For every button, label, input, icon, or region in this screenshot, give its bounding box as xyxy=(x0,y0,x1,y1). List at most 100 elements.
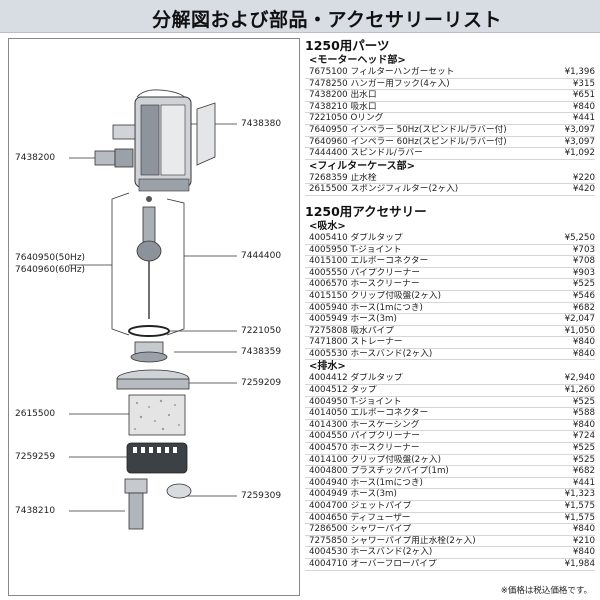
page-title: 分解図および部品・アクセサリーリスト xyxy=(152,9,503,31)
header-bar: 分解図および部品・アクセサリーリスト xyxy=(0,0,600,33)
item-name: ホース(1mにつき) xyxy=(350,302,423,313)
item-price: ¥3,097 xyxy=(564,124,595,135)
item-price: ¥682 xyxy=(572,302,595,313)
impeller-illustration xyxy=(136,196,162,319)
item-name: タップ xyxy=(350,385,377,396)
item-code: 7268359 xyxy=(309,172,348,183)
list-item: 7640950 インペラー 50Hz(スピンドル/ラバー付) ¥3,097 xyxy=(305,125,595,137)
item-name: フィルターハンガーセット xyxy=(350,67,455,77)
list-item: 4004710 オーバーフローパイプ¥1,984 xyxy=(305,559,595,571)
item-name: ホースバンド(2ヶ入) xyxy=(350,348,433,359)
list-item: 7221050 Oリング ¥441 xyxy=(305,113,595,125)
item-price: ¥525 xyxy=(572,279,595,290)
item-name: パイプクリーナー xyxy=(350,267,420,278)
item-code-and-name: 7221050 Oリング xyxy=(309,113,383,124)
item-price: ¥210 xyxy=(572,535,595,546)
list-item: 7640960 インペラー 60Hz(スピンドル/ラバー付) ¥3,097 xyxy=(305,137,595,149)
item-name: ホースバンド(2ヶ入) xyxy=(350,547,433,558)
item-name: Oリング xyxy=(350,113,384,124)
diagram-label: 7438359 xyxy=(241,347,282,357)
item-price: ¥1,050 xyxy=(564,325,595,336)
item-code: 7471800 xyxy=(309,337,348,348)
item-code-and-name: 4005949 ホース(3m) xyxy=(309,314,397,325)
item-code: 7275850 xyxy=(309,535,348,546)
item-code-and-name: 7275850 シャワーパイプ用止水栓(2ヶ入) xyxy=(309,536,476,547)
item-code: 7640960 xyxy=(309,136,348,147)
item-code: 4004530 xyxy=(309,547,348,558)
diagram-label: 7444400 xyxy=(241,251,282,261)
item-name: 吸水パイプ xyxy=(350,325,394,336)
item-name: ジェットパイプ xyxy=(350,501,412,511)
item-price: ¥588 xyxy=(572,408,595,419)
item-name: 出水口 xyxy=(350,90,377,101)
diagram-label: 7640960(60Hz) xyxy=(15,265,86,275)
item-code-and-name: 4004412 ダブルタップ xyxy=(309,373,403,384)
item-price: ¥903 xyxy=(572,267,595,278)
item-code-and-name: 7268359 止水栓 xyxy=(309,173,377,184)
item-price: ¥651 xyxy=(572,90,595,101)
list-item: 4004530 ホースバンド(2ヶ入)¥840 xyxy=(305,547,595,559)
list-item: 4006570 ホースクリーナー ¥525 xyxy=(305,279,595,291)
list-item: 4014050 エルボーコネクター ¥588 xyxy=(305,408,595,420)
diagram-label: 2615500 xyxy=(15,409,56,419)
item-price: ¥3,097 xyxy=(564,136,595,147)
tax-note: ※価格は税込価格です。 xyxy=(500,586,592,596)
item-code-and-name: 7640960 インペラー 60Hz(スピンドル/ラバー付) xyxy=(309,137,507,148)
item-name: ホースクリーナー xyxy=(350,279,420,290)
item-code: 7221050 xyxy=(309,113,348,124)
group-title: <吸水> xyxy=(309,220,346,232)
item-code: 4004949 xyxy=(309,489,348,500)
item-code: 4014300 xyxy=(309,419,348,430)
item-price: ¥724 xyxy=(572,431,595,442)
item-price: ¥682 xyxy=(572,466,595,477)
accessories-section-title: 1250用アクセサリー xyxy=(305,203,427,219)
parts-price-list: 1250用パーツ <モーターヘッド部> 7675100 フィルターハンガーセット… xyxy=(305,36,595,571)
item-price: ¥840 xyxy=(572,337,595,348)
item-code-and-name: 4004530 ホースバンド(2ヶ入) xyxy=(309,547,432,558)
item-name: シャワーパイプ xyxy=(350,524,412,535)
item-price: ¥1,575 xyxy=(564,512,595,523)
list-item: 4004940 ホース(1mにつき)¥441 xyxy=(305,478,595,490)
item-code-and-name: 4006570 ホースクリーナー xyxy=(309,279,420,290)
item-code-and-name: 4004800 プラスチックパイプ(1m) xyxy=(309,466,449,477)
item-code-and-name: 7640950 インペラー 50Hz(スピンドル/ラバー付) xyxy=(309,125,507,136)
item-price: ¥1,323 xyxy=(564,489,595,500)
item-code-and-name: 4004512 タップ xyxy=(309,385,377,396)
item-code: 4004412 xyxy=(309,373,348,384)
list-item: 4005550 パイプクリーナー ¥903 xyxy=(305,268,595,280)
item-code: 4014100 xyxy=(309,454,348,465)
diagram-label: 7259209 xyxy=(241,378,282,388)
list-item: 2615500 スポンジフィルター(2ヶ入)¥420 xyxy=(305,184,595,196)
list-item: 4004950 T-ジョイント¥525 xyxy=(305,397,595,409)
item-code: 4005949 xyxy=(309,314,348,325)
item-code: 4005410 xyxy=(309,232,348,243)
list-item: 4005530 ホースバンド(2ヶ入)¥840 xyxy=(305,349,595,361)
item-price: ¥2,047 xyxy=(564,314,595,325)
item-code: 4005550 xyxy=(309,267,348,278)
item-name: スピンドル/ラバー xyxy=(350,148,423,159)
list-item: 4004700 ジェットパイプ¥1,575 xyxy=(305,501,595,513)
list-item: 7471800 ストレーナー¥840 xyxy=(305,337,595,349)
item-name: ホース(3m) xyxy=(350,314,397,325)
list-item: 4005949 ホース(3m) ¥2,047 xyxy=(305,314,595,326)
list-item: 7675100 フィルターハンガーセット¥1,396 xyxy=(305,67,595,79)
item-code-and-name: 4015100 エルボーコネクター xyxy=(309,256,428,267)
item-name: ホース(3m) xyxy=(350,489,397,500)
item-name: インペラー 50Hz(スピンドル/ラバー付) xyxy=(350,124,507,135)
item-price: ¥1,260 xyxy=(564,385,595,396)
item-code-and-name: 4014050 エルボーコネクター xyxy=(309,408,428,419)
list-item: 7275808 吸水パイプ¥1,050 xyxy=(305,326,595,338)
list-item: 4004949 ホース(3m) ¥1,323 xyxy=(305,489,595,501)
group-title: <モーターヘッド部> xyxy=(309,55,406,66)
item-name: ホースクリーナー xyxy=(350,443,420,454)
item-code-and-name: 4004710 オーバーフローパイプ xyxy=(309,559,437,570)
item-price: ¥441 xyxy=(572,113,595,124)
list-item: 4004570 ホースクリーナー¥525 xyxy=(305,443,595,455)
list-item: 4004412 ダブルタップ¥2,940 xyxy=(305,373,595,386)
item-name: T-ジョイント xyxy=(350,396,402,407)
item-code: 4005950 xyxy=(309,244,348,255)
list-item: 4005410 ダブルタップ¥5,250 xyxy=(305,233,595,245)
item-name: プラスチックパイプ(1m) xyxy=(350,466,449,477)
inlet-illustration xyxy=(124,478,148,530)
